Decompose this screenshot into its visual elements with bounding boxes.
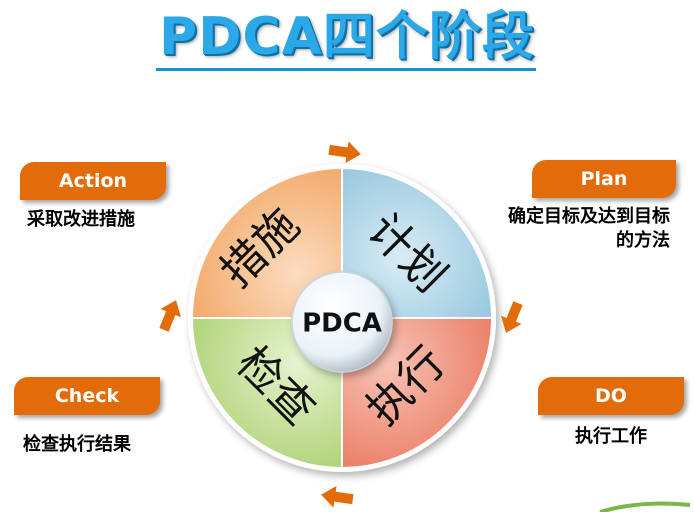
center-circle [291,271,393,373]
action-description: 采取改进措施 [27,209,135,230]
check-label-box: Check [14,377,160,415]
center-label: PDCA [302,309,382,339]
arrow-left-icon [321,485,354,508]
arrow-right-icon [328,141,361,164]
action-quadrant [190,166,343,319]
plan-label-box: Plan [532,160,676,198]
arrow-down-icon [501,301,523,333]
plan-description: 确定目标及达到目标 的方法 [484,205,670,253]
title-underline [156,68,536,71]
plan-quadrant [341,166,494,319]
arrow-up-icon [159,300,181,332]
plan-description-line2: 的方法 [616,230,670,251]
do-label-box: DO [538,377,684,415]
page-title: PDCA四个阶段 [159,7,535,67]
plan-description-line1: 确定目标及达到目标 [508,206,670,227]
check-description: 检查执行结果 [23,434,131,455]
action-label-box: Action [20,162,166,200]
do-description: 执行工作 [575,426,647,447]
decorative-arc [599,501,691,512]
